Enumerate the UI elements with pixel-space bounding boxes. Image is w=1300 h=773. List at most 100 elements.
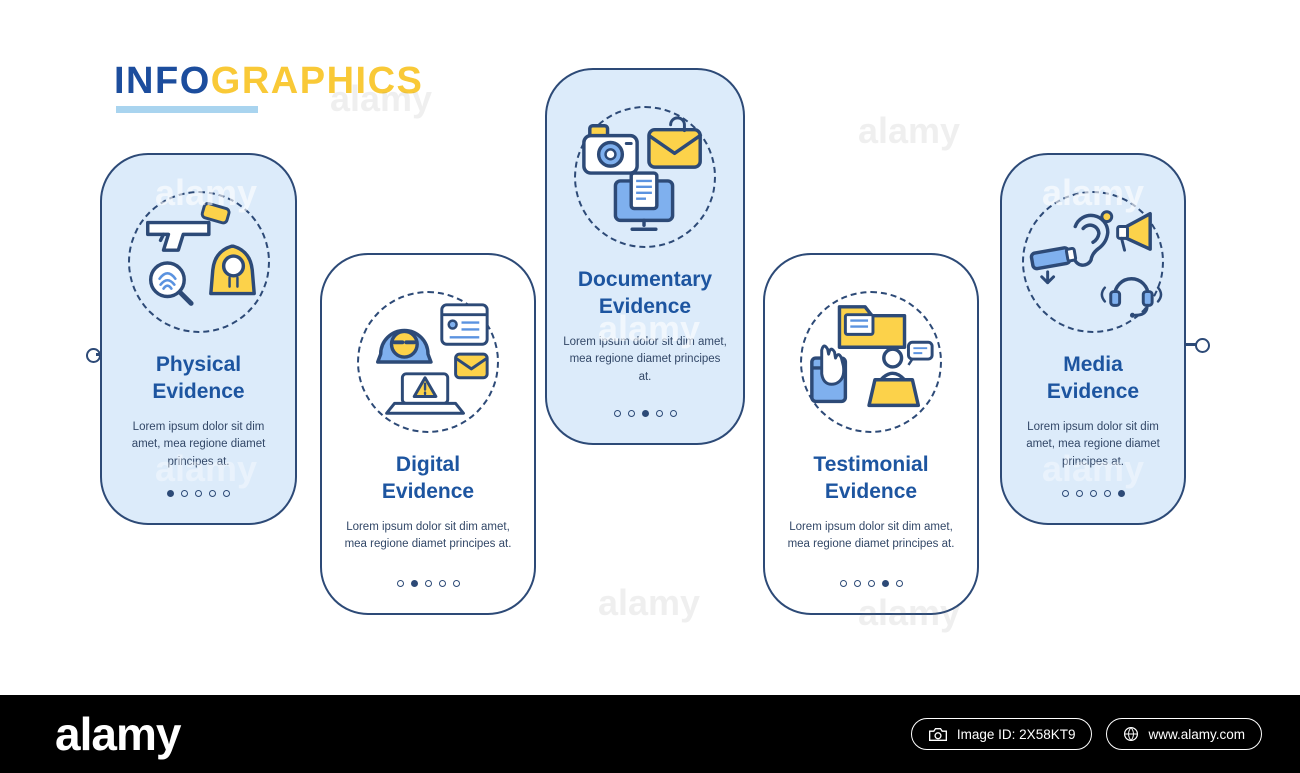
testimonial-evidence-icon-circle [800,291,942,433]
pagination-dot [452,580,460,587]
alamy-watermark: alamy [598,582,701,623]
card-title: Documentary Evidence [578,266,712,321]
pagination-dot [853,580,861,587]
pagination-dots [1061,490,1125,497]
pagination-dot-active [167,490,174,497]
camera-icon [582,124,639,175]
gun-icon [145,220,211,252]
image-id-pill: Image ID: 2X58KT9 [910,718,1093,750]
title-info: INFO [114,60,211,102]
pagination-dots [396,580,460,587]
hoodie-icon [208,244,256,296]
folder-icon [837,305,907,349]
cctv-camera-icon [1029,246,1078,285]
envelope-icon [454,352,489,380]
pagination-dot [895,580,903,587]
pagination-dots [839,580,903,587]
pagination-dot [181,490,188,497]
testimonial-evidence-icons [810,305,934,408]
megaphone-icon [1116,211,1152,252]
card-title-line2: Evidence [824,480,918,504]
physical-evidence-icons [145,202,256,306]
pagination-dot [396,580,404,587]
envelope-paperclip-icon [647,116,702,169]
pagination-dots [167,490,230,497]
pagination-dot-active [410,580,418,587]
monitor-document-icon [613,171,675,231]
card-title: Digital Evidence [382,451,474,506]
pagination-dot [223,490,230,497]
title-graphics: GRAPHICS [210,60,424,102]
card-title-line1: Digital [395,453,461,476]
card-title: Media Evidence [1047,351,1139,406]
footer-info-pills: Image ID: 2X58KT9 www.alamy.com [910,718,1262,750]
right-connector-line [1184,343,1196,346]
website-text: www.alamy.com [1148,726,1245,742]
fingerprint-magnifier-icon [148,261,194,306]
witness-stand-icon [867,340,934,408]
pagination-dot [839,580,847,587]
media-evidence-icon-circle [1022,191,1164,333]
right-connector-circle [1195,338,1210,353]
media-evidence-icons [1029,210,1163,318]
card-body: Lorem ipsum dolor sit dim amet, mea regi… [131,420,266,469]
evidence-tag-icon [200,202,231,225]
pagination-dot [669,410,677,417]
card-body: Lorem ipsum dolor sit dim amet, mea regi… [1026,420,1160,469]
title-underline [116,106,258,113]
pagination-dot-active [1117,490,1125,497]
image-id-text: Image ID: 2X58KT9 [956,726,1076,742]
card-title: Physical Evidence [152,351,244,406]
card-digital-evidence: Digital Evidence Lorem ipsum dolor sit d… [320,253,536,615]
digital-evidence-icons [376,303,489,415]
headphones-mic-icon [1100,277,1163,318]
hacker-icon [376,328,433,364]
pagination-dot [1061,490,1069,497]
pagination-dots [613,410,677,417]
card-title-line1: Physical [155,353,242,376]
pagination-dot [195,490,202,497]
oath-hand-book-icon [810,344,848,404]
footer-bar: alamy Image ID: 2X58KT9 www.alamy.com [0,695,1300,773]
card-body: Lorem ipsum dolor sit dim amet, mea regi… [563,335,727,384]
card-body: Lorem ipsum dolor sit dim amet, mea regi… [787,520,955,551]
card-title-line1: Documentary [577,268,713,291]
card-title-line2: Evidence [381,480,475,504]
ear-icon [1072,210,1114,267]
pagination-dot [209,490,216,497]
pagination-dot [424,580,432,587]
pagination-dot [1089,490,1097,497]
pagination-dot [613,410,621,417]
pagination-dot [1103,490,1111,497]
documentary-evidence-icon-circle [574,106,716,248]
card-title-line2: Evidence [598,295,692,319]
camera-icon [928,727,947,741]
pagination-dot [867,580,875,587]
card-media-evidence: Media Evidence Lorem ipsum dolor sit dim… [1000,153,1186,525]
laptop-warning-icon [385,372,465,415]
physical-evidence-icon-circle [127,191,270,333]
browser-window-icon [440,303,489,346]
card-testimonial-evidence: Testimonial Evidence Lorem ipsum dolor s… [763,253,979,615]
documentary-evidence-icons [582,116,702,231]
pagination-dot [1075,490,1083,497]
card-documentary-evidence: Documentary Evidence Lorem ipsum dolor s… [545,68,745,445]
pagination-dot-active [881,580,889,587]
pagination-dot-active [641,410,649,417]
pagination-dot [438,580,446,587]
card-physical-evidence: Physical Evidence Lorem ipsum dolor sit … [100,153,297,525]
pagination-dot [627,410,635,417]
card-title-line1: Media [1063,353,1123,376]
alamy-logo: alamy [55,708,181,760]
card-title-line1: Testimonial [813,453,929,476]
card-title: Testimonial Evidence [813,451,928,506]
left-connector-circle [86,348,101,363]
card-title-line2: Evidence [1046,380,1140,404]
digital-evidence-icon-circle [357,291,499,433]
website-pill: www.alamy.com [1106,718,1262,750]
infographics-title: INFOGRAPHICS [114,60,424,113]
card-title-line2: Evidence [152,380,245,404]
globe-icon [1124,727,1139,741]
pagination-dot [655,410,663,417]
